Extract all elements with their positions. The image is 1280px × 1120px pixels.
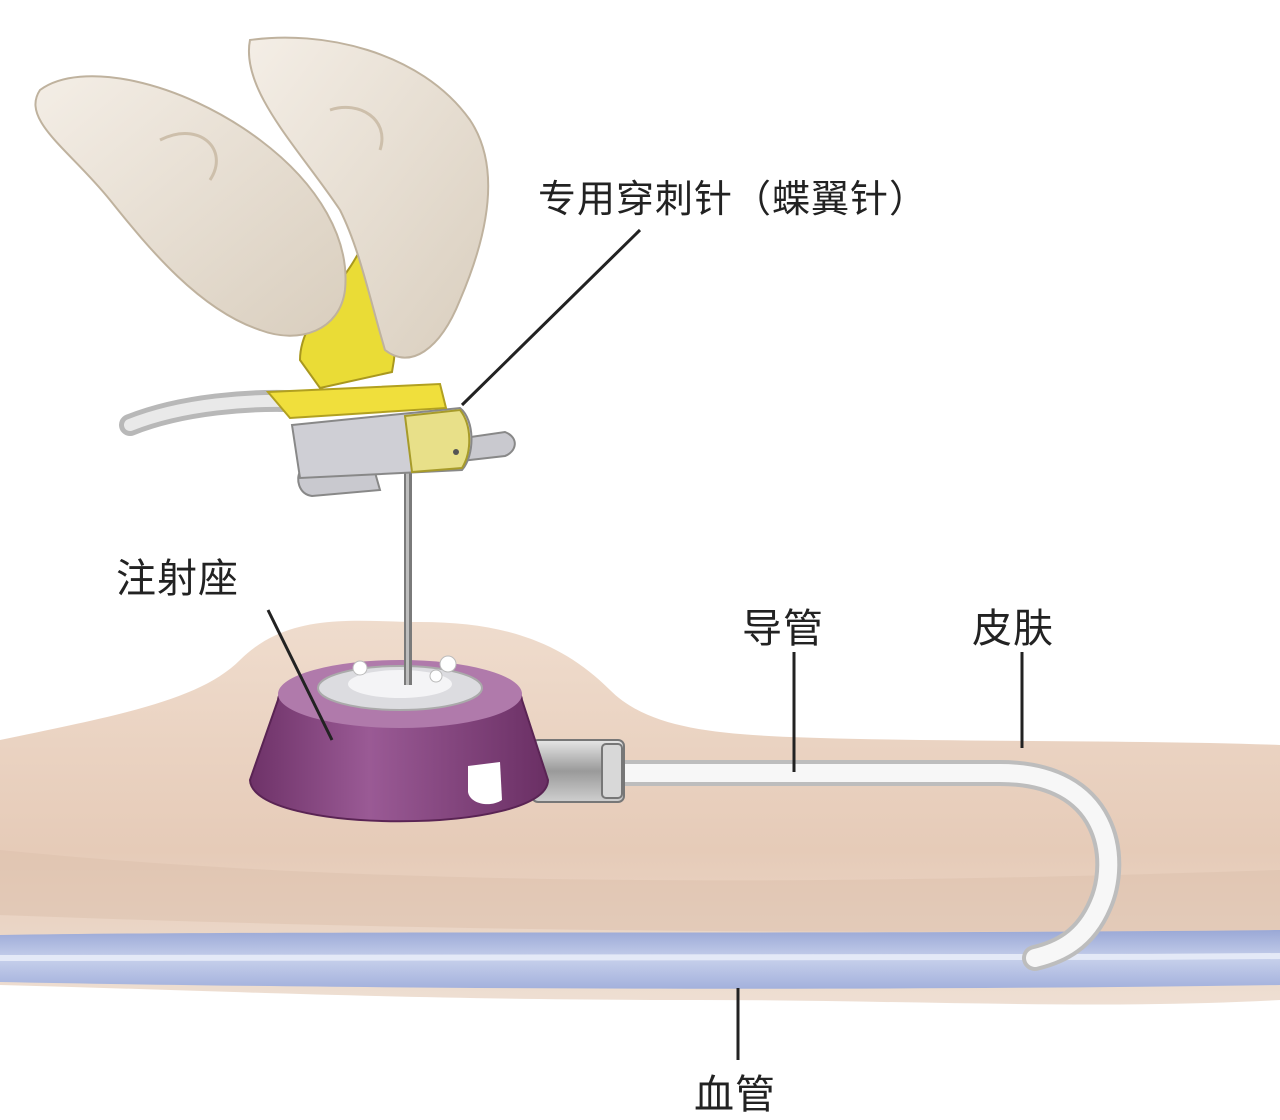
skin-shadow bbox=[0, 850, 1280, 932]
label-skin: 皮肤 bbox=[972, 606, 1054, 652]
label-butterfly-needle: 专用穿刺针（蝶翼针） bbox=[538, 177, 929, 221]
butterfly-needle-clamp bbox=[265, 382, 448, 420]
blood-vessel-highlight bbox=[0, 953, 1280, 961]
label-catheter: 导管 bbox=[742, 606, 824, 652]
label-blood-vessel: 血管 bbox=[694, 1072, 776, 1118]
finger-thumb bbox=[34, 75, 347, 337]
catheter-tube-inner bbox=[591, 764, 1118, 967]
leader-line-needle bbox=[460, 228, 642, 407]
label-injection-port: 注射座 bbox=[116, 556, 239, 602]
leader-line-port bbox=[266, 609, 334, 741]
port-window bbox=[468, 762, 502, 805]
finger-index bbox=[247, 36, 490, 359]
